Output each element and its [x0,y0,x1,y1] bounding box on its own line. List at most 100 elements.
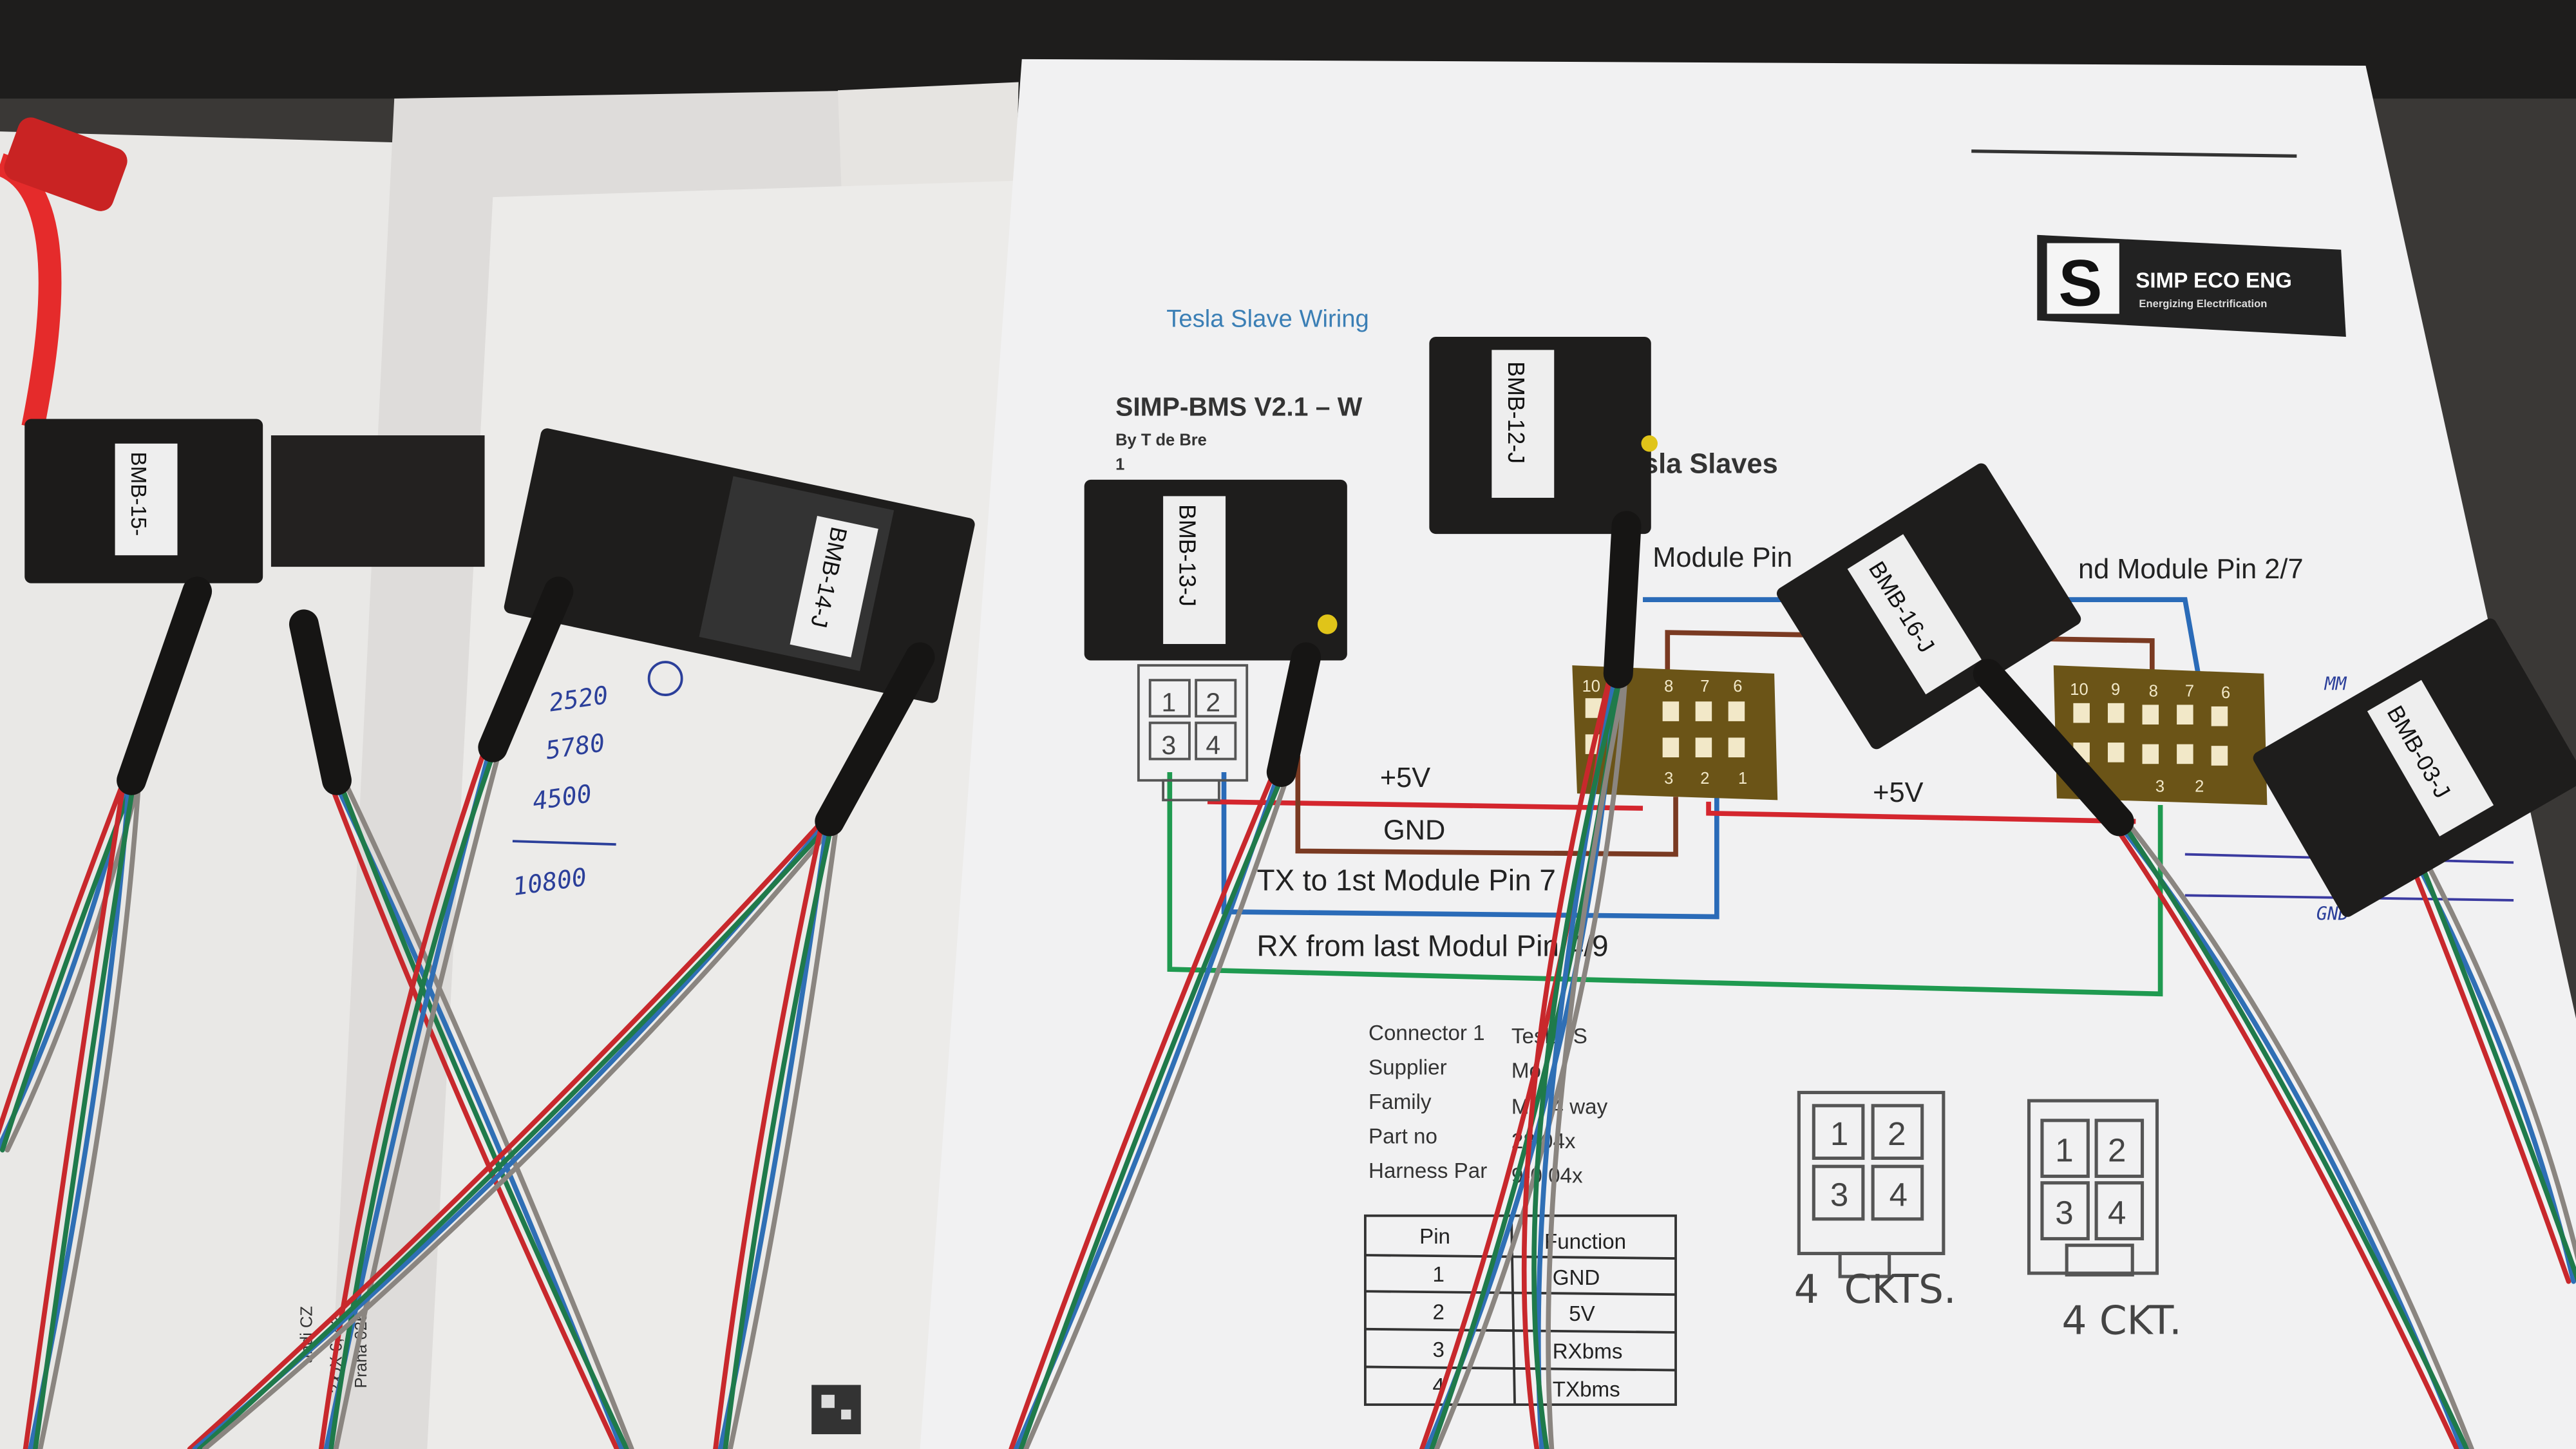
logo-name: SIMP ECO ENG [2136,269,2292,292]
svg-text:2: 2 [1432,1300,1444,1324]
connector-bmb-03[interactable]: BMB-03-J [2251,616,2576,920]
connector-label: BMB-13-J [1175,504,1200,607]
connector-bmb-12[interactable]: BMB-12-J [1429,336,1658,535]
heatshrink-sleeves [117,511,2134,837]
svg-text:10: 10 [2070,681,2088,699]
wire-bundles [0,671,2576,1449]
svg-text:1: 1 [1830,1115,1848,1152]
wire-red [318,744,488,1449]
svg-text:1: 1 [2055,1132,2073,1169]
svg-text:Supplier: Supplier [1368,1056,1447,1079]
wire-red [2109,819,2459,1449]
svg-text:Family: Family [1368,1090,1432,1114]
wire-green [33,777,137,1449]
label-gnd: GND [1383,815,1445,846]
svg-text:Part no: Part no [1368,1125,1437,1149]
wire-gray [202,819,840,1449]
svg-text:4: 4 [1889,1176,1908,1213]
wire-gray [728,819,840,1449]
doc-heading: sla Slaves [1643,449,1778,480]
connector-bmb-14[interactable]: BMB-14-J [503,427,976,704]
logo-letter: S [2058,246,2102,319]
wire-red [0,777,127,1135]
usb-stick [4,117,128,211]
svg-text:9: 9 [2111,681,2120,699]
label-module-pin: Module Pin [1653,542,1792,573]
wire-green [328,744,498,1449]
wire-red [187,819,825,1449]
logo-tagline: Energizing Electrification [2139,298,2267,310]
wire-green [2119,819,2470,1449]
pin-3: 3 [1162,730,1177,760]
svg-text:6: 6 [2221,684,2230,702]
label-2nd-module-pin: nd Module Pin 2/7 [2078,554,2304,585]
svg-text:MM: MM [2324,673,2347,694]
wire-gray [37,777,142,1449]
svg-text:6: 6 [1733,677,1742,696]
svg-text:TXbms: TXbms [1553,1378,1620,1401]
table-header-function: Function [1544,1230,1626,1254]
doc-author: By T de Bre [1115,431,1207,449]
svg-text:2: 2 [2195,778,2204,796]
svg-text:2: 2 [1700,770,1709,788]
wire-green [197,819,835,1449]
connector-bmb-16[interactable]: BMB-16-J [1774,461,2083,752]
label-plus5v-right: +5V [1873,777,1923,808]
line-red-5v-right [1706,801,2136,824]
wire-green [1018,770,1287,1449]
svg-text:5V: 5V [1569,1302,1595,1326]
wire-gray [1023,770,1292,1449]
svg-text:2: 2 [1888,1115,1906,1152]
line-blue-tx [1221,772,1719,920]
caption-4-ckt: 4 CKT. [2062,1298,2182,1343]
qr-code [811,1385,861,1435]
svg-text:3: 3 [2155,778,2164,796]
svg-text:4: 4 [2108,1195,2126,1231]
connector-bmb-13[interactable]: BMB-13-J [1084,479,1347,661]
svg-text:3: 3 [1830,1176,1848,1213]
svg-text:1: 1 [1738,770,1747,788]
wire-red [327,777,620,1449]
doc-rule [1971,149,2297,158]
svg-text:Connector 1: Connector 1 [1368,1021,1485,1045]
svg-text:8: 8 [2149,683,2158,701]
wire-green [336,777,630,1449]
header-connector-right: 10 9 8 7 6 3 2 [2053,665,2268,805]
doc-date: 1 [1115,456,1124,474]
connector-label: BMB-12-J [1503,361,1529,464]
wiring-diagram-lines [1167,597,2514,997]
wire-red [23,777,127,1449]
wire-green [723,819,835,1449]
svg-text:1: 1 [1432,1263,1444,1287]
svg-text:7: 7 [1700,677,1709,696]
wire-red [1521,671,1614,1449]
wire-gray [2124,819,2474,1449]
svg-text:7: 7 [2185,683,2194,701]
svg-text:3: 3 [1664,770,1673,788]
svg-text:3: 3 [2055,1195,2073,1231]
svg-text:3: 3 [1432,1338,1444,1362]
connector-drawing-4ckts: 1 2 3 4 4 CKTS. [1794,1090,1956,1312]
pin-2: 2 [1206,688,1220,717]
wire-red [713,819,825,1449]
doc-subtitle: Tesla Slave Wiring [1166,305,1369,333]
svg-text:2: 2 [2108,1132,2126,1169]
caption-4-ckts: 4 CKTS. [1794,1267,1956,1312]
svg-text:8: 8 [1664,677,1673,696]
wire-green [1531,671,1624,1449]
wire-gray [2420,851,2576,1262]
wire-gray [333,744,503,1449]
svg-text:GND: GND [1553,1266,1600,1290]
paper-notes [427,180,1019,1449]
simp-logo: S SIMP ECO ENG Energizing Electrificatio… [2037,234,2346,337]
connector-bmb-15[interactable]: BMB-15- [24,419,485,583]
connector-label: BMB-15- [126,452,150,536]
label-plus5v: +5V [1380,762,1430,793]
line-brown-gnd [1295,755,1678,857]
diagram-4pin-connector [1137,664,1249,802]
wire-gray [341,777,634,1449]
